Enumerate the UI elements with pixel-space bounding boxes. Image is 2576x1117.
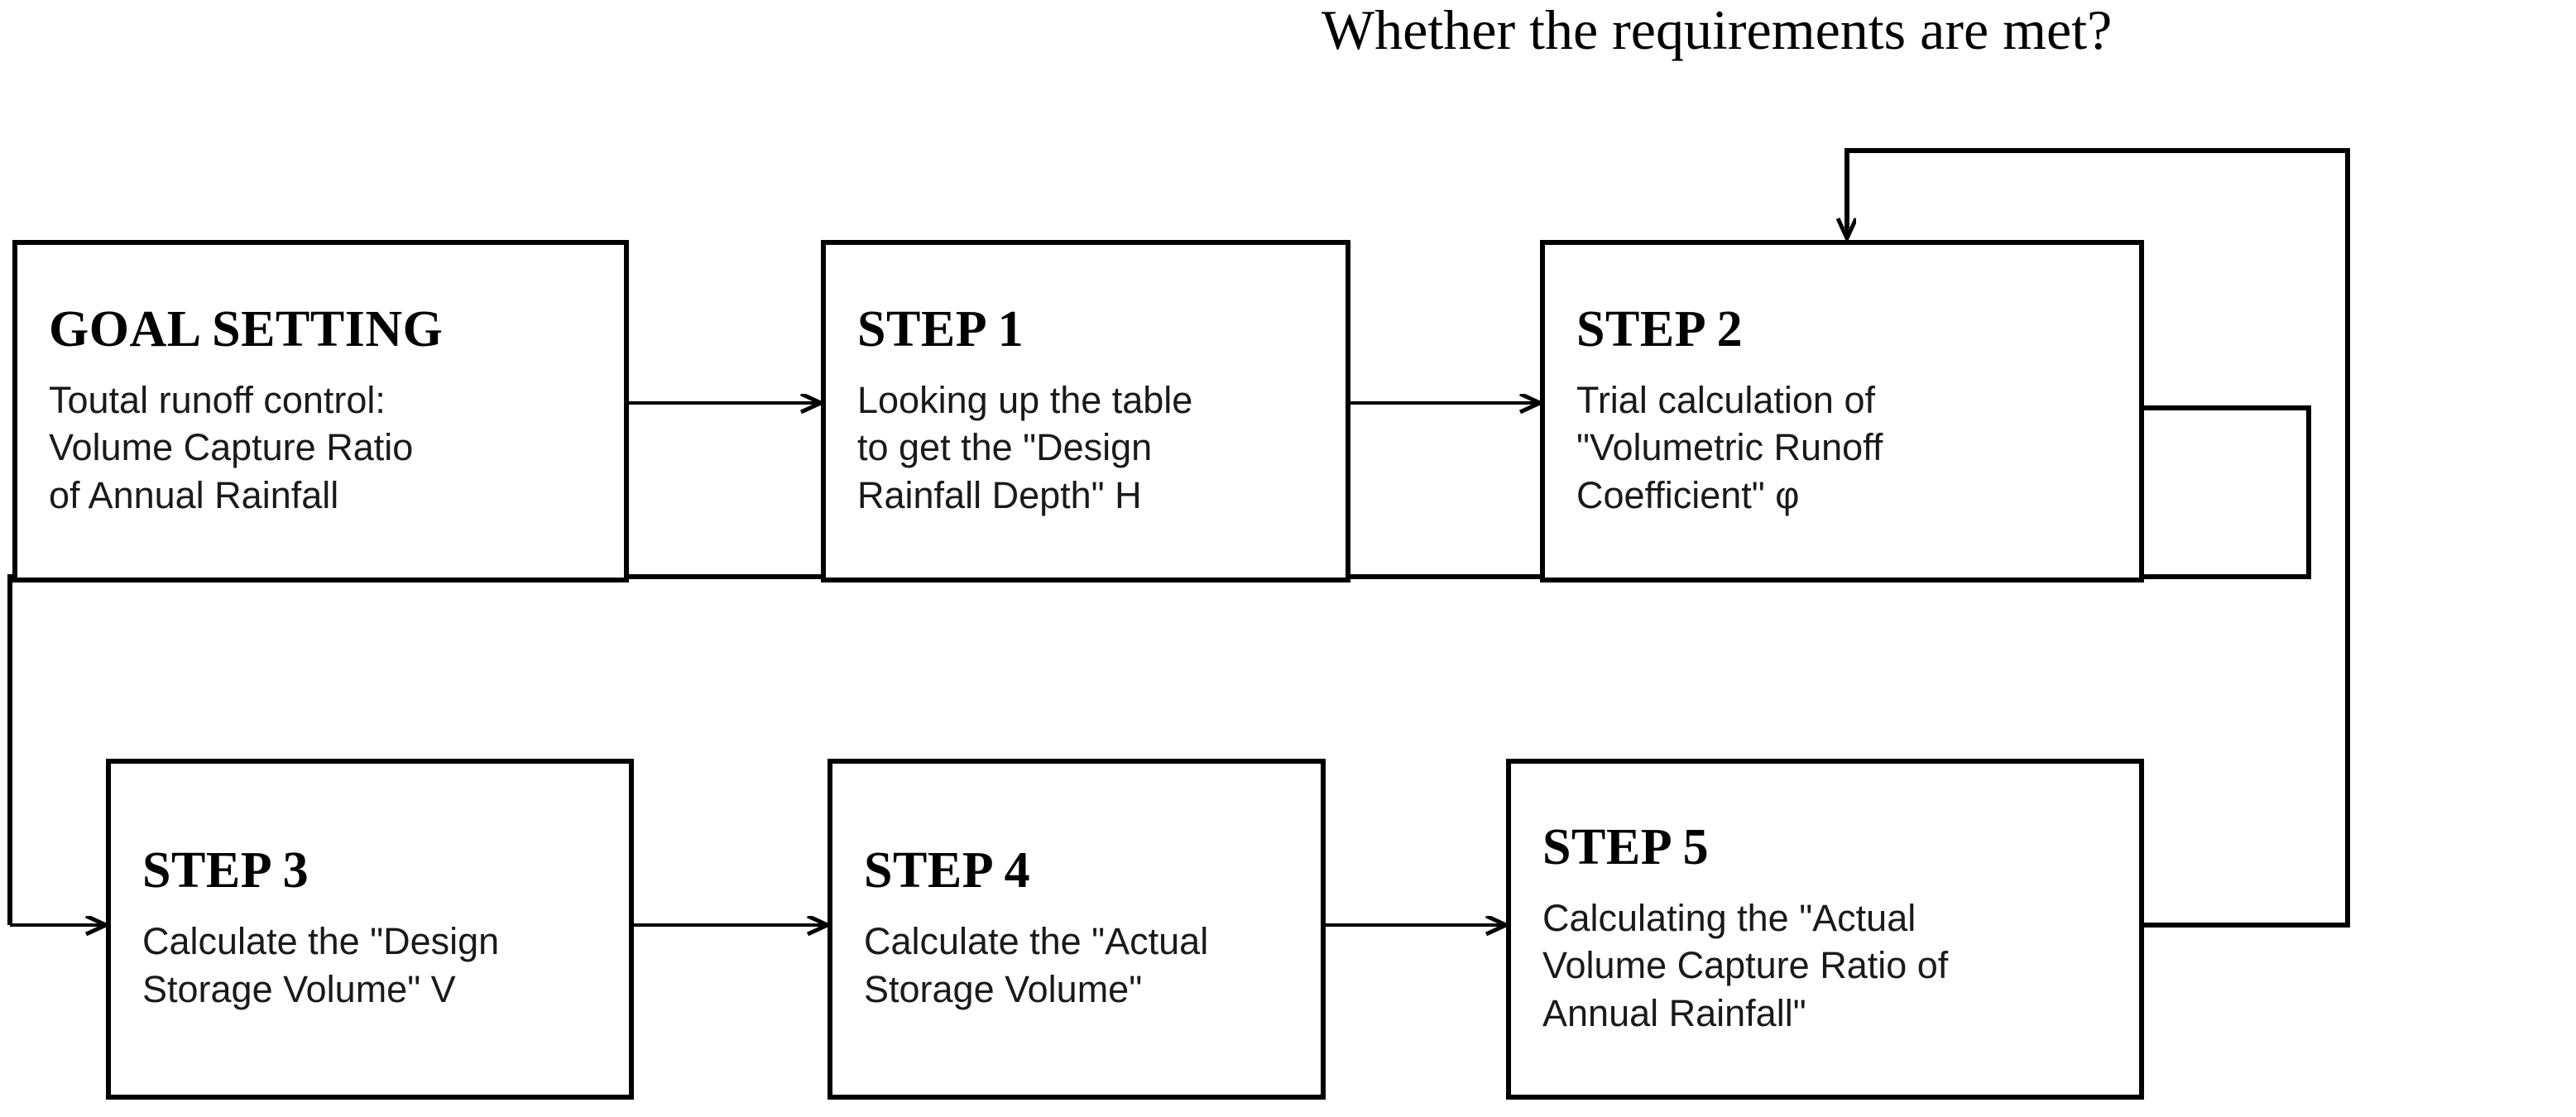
- node-step-3-title: STEP 3: [142, 842, 309, 899]
- node-goal-setting[interactable]: GOAL SETTING Toutal runoff control: Volu…: [12, 240, 629, 582]
- node-step-4[interactable]: STEP 4 Calculate the "Actual Storage Vol…: [827, 759, 1326, 1100]
- node-step-3-body: Calculate the "Design Storage Volume" V: [142, 920, 500, 1010]
- feedback-loop-label: Whether the requirements are met?: [1322, 0, 2113, 61]
- node-step-4-title: STEP 4: [864, 842, 1031, 899]
- node-step-4-body: Calculate the "Actual Storage Volume": [864, 920, 1209, 1010]
- node-step-1-body: Looking up the table to get the "Design …: [857, 378, 1193, 516]
- node-goal-setting-content: GOAL SETTING Toutal runoff control: Volu…: [49, 245, 604, 578]
- node-step-3-content: STEP 3 Calculate the "Design Storage Vol…: [142, 764, 609, 1095]
- node-goal-setting-title: GOAL SETTING: [49, 300, 444, 357]
- node-step-2-title: STEP 2: [1576, 300, 1744, 357]
- node-step-2-body: Trial calculation of "Volumetric Runoff …: [1576, 378, 1883, 516]
- node-step-2-content: STEP 2 Trial calculation of "Volumetric …: [1576, 245, 2119, 578]
- node-step-5-title: STEP 5: [1542, 818, 1710, 875]
- node-step-5[interactable]: STEP 5 Calculating the "Actual Volume Ca…: [1506, 759, 2144, 1100]
- node-step-1-title: STEP 1: [857, 300, 1024, 357]
- node-step-5-body: Calculating the "Actual Volume Capture R…: [1542, 896, 1949, 1034]
- node-step-5-content: STEP 5 Calculating the "Actual Volume Ca…: [1542, 764, 2119, 1095]
- node-goal-setting-body: Toutal runoff control: Volume Capture Ra…: [49, 378, 414, 516]
- node-step-4-content: STEP 4 Calculate the "Actual Storage Vol…: [864, 764, 1301, 1095]
- node-step-1-content: STEP 1 Looking up the table to get the "…: [857, 245, 1326, 578]
- node-step-3[interactable]: STEP 3 Calculate the "Design Storage Vol…: [106, 759, 634, 1100]
- node-step-1[interactable]: STEP 1 Looking up the table to get the "…: [821, 240, 1350, 582]
- node-step-2[interactable]: STEP 2 Trial calculation of "Volumetric …: [1540, 240, 2144, 582]
